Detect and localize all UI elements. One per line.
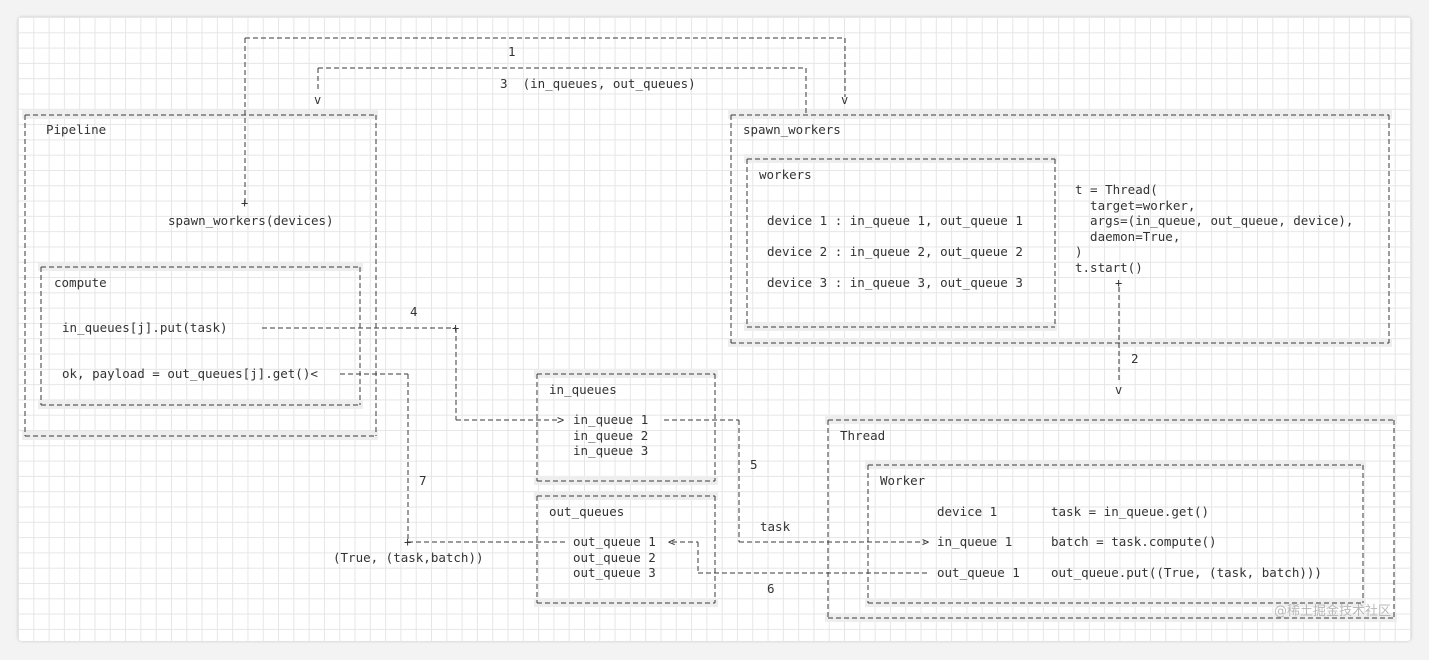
edge-6-label: 6	[767, 581, 775, 596]
compute-title: compute	[54, 275, 107, 290]
edge-4-corner: +	[452, 321, 459, 335]
edge-2-arrowhead: v	[1115, 383, 1122, 397]
pipeline-box: Pipeline	[22, 110, 378, 440]
worker-compute-line: batch = task.compute()	[1051, 534, 1217, 549]
worker-title: Worker	[880, 473, 926, 488]
worker-out-queue: out_queue 1	[937, 565, 1020, 580]
worker-put-line: out_queue.put((True, (task, batch)))	[1051, 565, 1322, 580]
edge-1: + v 1	[241, 37, 848, 210]
worker-get-line: task = in_queue.get()	[1051, 504, 1209, 519]
out-queues-box: out_queues out_queue 1 out_queue 2 out_q…	[534, 491, 718, 607]
code-line-4: daemon=True,	[1075, 229, 1180, 244]
spawn-workers-title: spawn_workers	[743, 122, 841, 137]
edge-1-start-plus: +	[241, 196, 248, 210]
pipeline-title: Pipeline	[46, 122, 106, 137]
compute-box: compute in_queues[j].put(task) ok, paylo…	[38, 262, 363, 409]
put-line: in_queues[j].put(task)	[62, 320, 228, 335]
edge-3-label: 3 (in_queues, out_queues)	[500, 76, 696, 91]
spawn-call-label: spawn_workers(devices)	[168, 213, 334, 228]
out-queue-1: out_queue 1	[573, 534, 656, 549]
edge-7: + 7 (True, (task,batch))	[333, 373, 566, 565]
watermark: @稀土掘金技术社区	[1273, 604, 1391, 619]
edge-5-arrowhead: >	[922, 535, 929, 549]
edge-4-arrowhead: >	[557, 413, 564, 427]
edge-1-label: 1	[508, 44, 516, 59]
code-line-1: t = Thread(	[1075, 182, 1158, 197]
worker-in-queue: in_queue 1	[937, 534, 1012, 549]
edge-4-label: 4	[410, 304, 418, 319]
worker-device: device 1	[937, 504, 997, 519]
get-line: ok, payload = out_queues[j].get()<	[62, 366, 318, 381]
in-queue-2: in_queue 2	[573, 428, 648, 443]
edge-3: v 3 (in_queues, out_queues)	[314, 67, 807, 115]
workers-row-3: device 3 : in_queue 3, out_queue 3	[767, 275, 1023, 290]
out-queues-title: out_queues	[549, 504, 624, 519]
edge-6: < 6	[668, 535, 929, 596]
workers-title: workers	[759, 167, 812, 182]
workers-row-1: device 1 : in_queue 1, out_queue 1	[767, 213, 1023, 228]
in-queue-1: in_queue 1	[573, 412, 648, 427]
workers-row-2: device 2 : in_queue 2, out_queue 2	[767, 244, 1023, 259]
edge-6-arrowhead: <	[668, 535, 675, 549]
edge-5-label: 5	[750, 457, 758, 472]
thread-box: Thread	[825, 415, 1397, 622]
spawn-workers-box: spawn_workers	[728, 110, 1392, 347]
thread-title: Thread	[840, 428, 885, 443]
edge-2-start-plus: +	[1115, 276, 1122, 290]
edge-2: + v 2	[1115, 276, 1139, 397]
edge-5: > 5 task	[664, 419, 929, 549]
thread-code: t = Thread( target=worker, args=(in_queu…	[1075, 182, 1353, 275]
code-line-3: args=(in_queue, out_queue, device),	[1075, 213, 1353, 228]
in-queues-box: in_queues in_queue 1 in_queue 2 in_queue…	[534, 369, 718, 485]
edge-5-task-label: task	[760, 519, 791, 534]
edge-4: + > 4	[262, 304, 564, 427]
edge-2-label: 2	[1131, 351, 1139, 366]
diagram-canvas: Pipeline compute in_queues[j].put(task) …	[18, 17, 1411, 641]
edge-7-corner: +	[404, 535, 411, 549]
code-line-6: t.start()	[1075, 260, 1143, 275]
out-queue-2: out_queue 2	[573, 550, 656, 565]
edge-1-arrowhead: v	[841, 93, 848, 107]
edge-3-arrowhead: v	[314, 93, 321, 107]
edge-7-label: 7	[419, 473, 427, 488]
code-line-2: target=worker,	[1075, 198, 1195, 213]
workers-box: workers device 1 : in_queue 1, out_queue…	[744, 154, 1057, 331]
edge-7-result-label: (True, (task,batch))	[333, 550, 484, 565]
code-line-5: )	[1075, 244, 1083, 259]
out-queue-3: out_queue 3	[573, 565, 656, 580]
in-queue-3: in_queue 3	[573, 443, 648, 458]
in-queues-title: in_queues	[549, 382, 617, 397]
architecture-diagram: Pipeline compute in_queues[j].put(task) …	[22, 37, 1397, 622]
worker-box: Worker device 1 in_queue 1 out_queue 1 t…	[865, 460, 1366, 607]
